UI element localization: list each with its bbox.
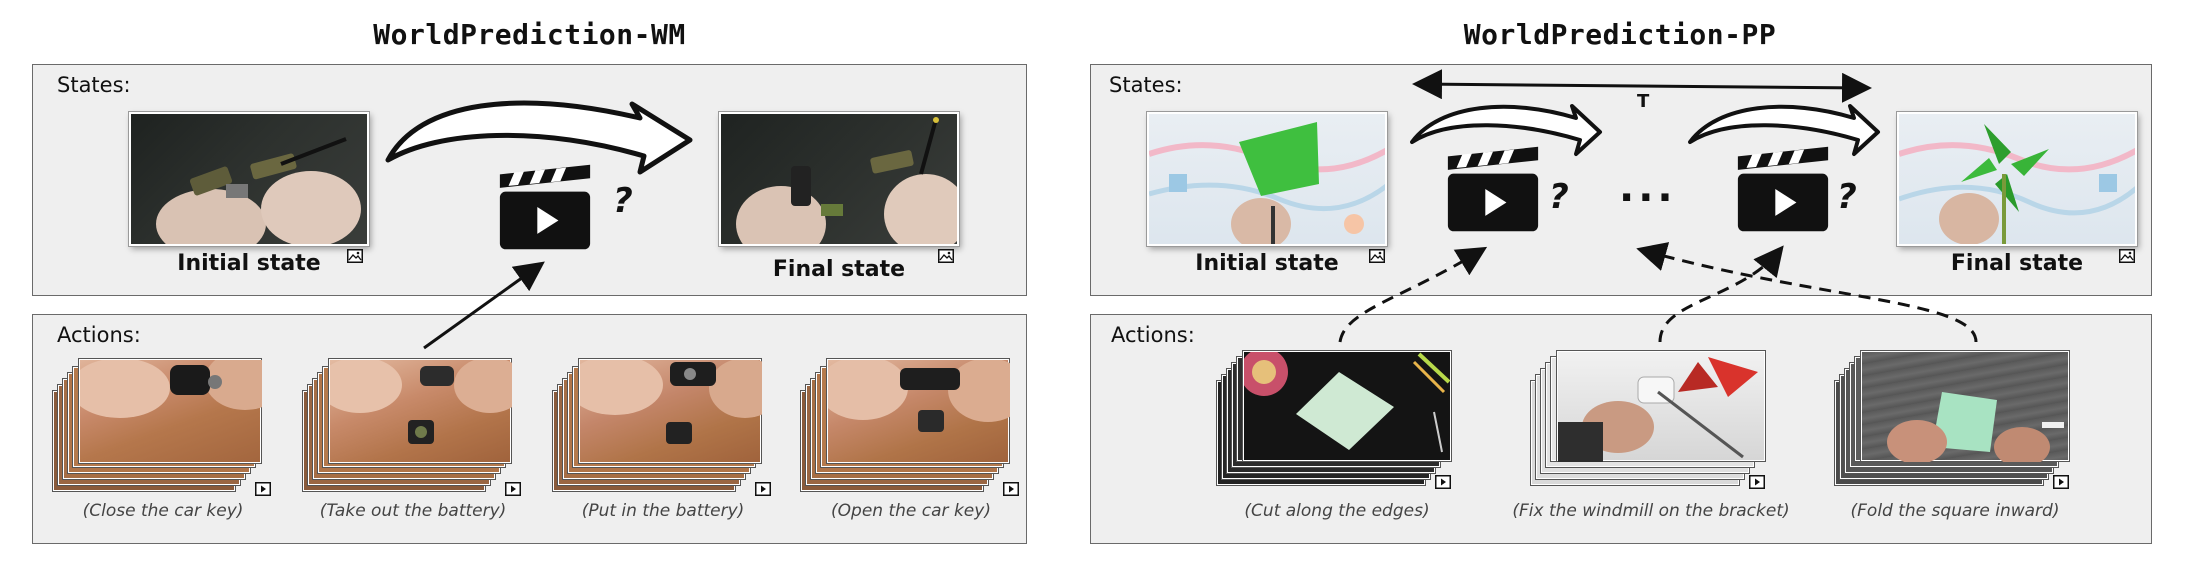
video-icon: [1003, 482, 1019, 496]
pp-title: WorldPrediction-PP: [1463, 18, 1777, 51]
wm-action-clip-4[interactable]: [801, 356, 1028, 499]
pp-final-state-image: [1897, 112, 2137, 246]
video-icon: [505, 482, 521, 496]
image-icon: [347, 249, 363, 263]
pp-action-caption-2: (Fix the windmill on the bracket): [1512, 501, 1790, 521]
image-icon: [2119, 249, 2135, 263]
wm-actions-label: Actions:: [57, 323, 141, 347]
video-icon: [255, 482, 271, 496]
pp-action-arrow-1: [1338, 246, 1488, 343]
pp-ellipsis: ...: [1619, 165, 1677, 211]
pp-question-mark-2: ?: [1837, 177, 1857, 217]
pp-action-clip-2[interactable]: [1531, 351, 1771, 491]
pp-initial-state-caption: Initial state: [1195, 251, 1339, 276]
pp-action-caption-3: (Fold the square inward): [1850, 501, 2060, 521]
pp-time-axis: [1412, 69, 1872, 103]
wm-action-caption-4: (Open the car key): [831, 501, 991, 521]
wm-action-caption-3: (Put in the battery): [581, 501, 745, 521]
pp-initial-state-image: [1147, 112, 1387, 246]
wm-action-clip-2[interactable]: [303, 357, 526, 499]
wm-final-state-caption: Final state: [772, 257, 906, 282]
pp-actions-box: Actions: (Cut along the edges): [1090, 314, 2152, 544]
wm-action-arrow: [423, 261, 545, 350]
wm-action-clip-1[interactable]: [53, 350, 285, 499]
pp-transition-arrow-2: [1688, 104, 1880, 156]
wm-title: WorldPrediction-WM: [373, 18, 686, 51]
wm-action-caption-2: (Take out the battery): [319, 501, 507, 521]
wm-transition-arrow: [385, 100, 693, 175]
video-icon: [1749, 475, 1765, 489]
wm-initial-state-image: [129, 112, 369, 246]
pp-transition-arrow-1: [1410, 104, 1602, 156]
pp-states-label: States:: [1109, 73, 1183, 97]
clapperboard-play-icon: [1447, 146, 1539, 232]
pp-states-box: States: Initial state Final s: [1090, 64, 2152, 296]
pp-action-clip-1[interactable]: [1217, 348, 1457, 491]
pp-action-clip-3[interactable]: [1835, 351, 2075, 491]
pp-action-caption-1: (Cut along the edges): [1244, 501, 1430, 521]
clapperboard-play-icon: [499, 164, 591, 250]
pp-action-arrow-2: [1658, 245, 1784, 343]
image-icon: [938, 249, 954, 263]
wm-action-clip-3[interactable]: [553, 355, 781, 499]
pp-action-arrow-3: [1636, 242, 1978, 343]
video-icon: [1435, 475, 1451, 489]
pp-question-mark-1: ?: [1549, 177, 1569, 217]
wm-action-caption-1: (Close the car key): [82, 501, 244, 521]
wm-actions-box: Actions: (Close the car key): [32, 314, 1028, 544]
pp-actions-label: Actions:: [1111, 323, 1195, 347]
video-icon: [2053, 475, 2069, 489]
image-icon: [1369, 249, 1385, 263]
video-icon: [755, 482, 771, 496]
wm-initial-state-caption: Initial state: [177, 251, 321, 276]
wm-states-label: States:: [57, 73, 131, 97]
clapperboard-play-icon: [1737, 146, 1829, 232]
wm-states-box: States: Initial state Final state: [32, 64, 1027, 296]
wm-question-mark: ?: [613, 181, 633, 221]
pp-final-state-caption: Final state: [1950, 251, 2084, 276]
wm-final-state-image: [719, 112, 959, 246]
